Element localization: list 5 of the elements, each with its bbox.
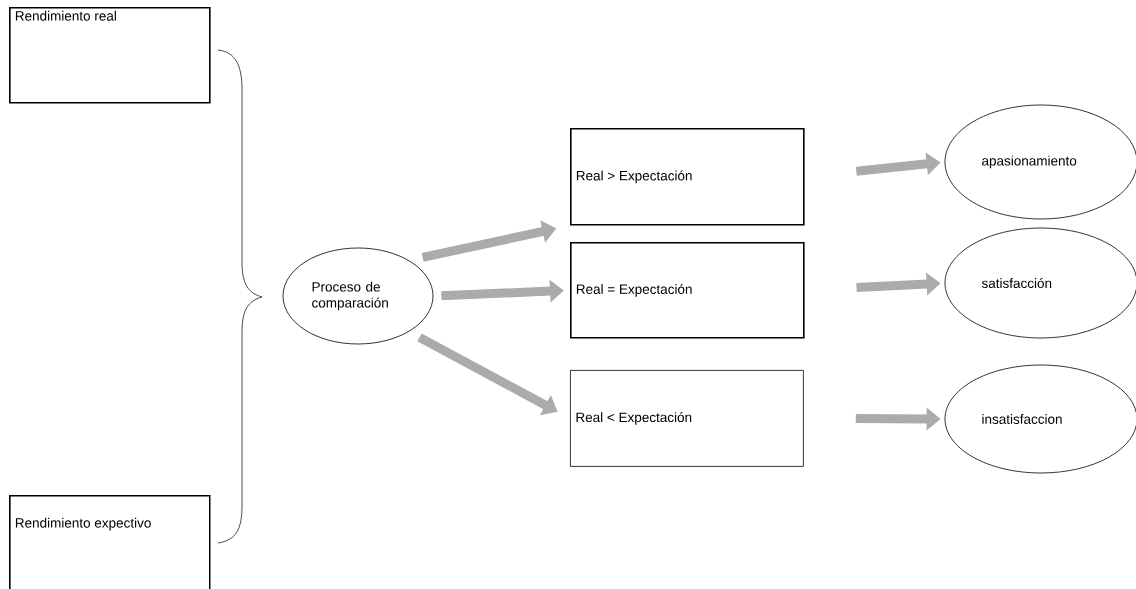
result-box: Real < Expectación bbox=[570, 370, 804, 467]
result-box: Real = Expectación bbox=[570, 242, 805, 339]
process-box: Rendimiento expectivo bbox=[9, 495, 211, 589]
process-box: Rendimiento real bbox=[9, 7, 211, 104]
result-box: Real > Expectación bbox=[570, 128, 805, 226]
